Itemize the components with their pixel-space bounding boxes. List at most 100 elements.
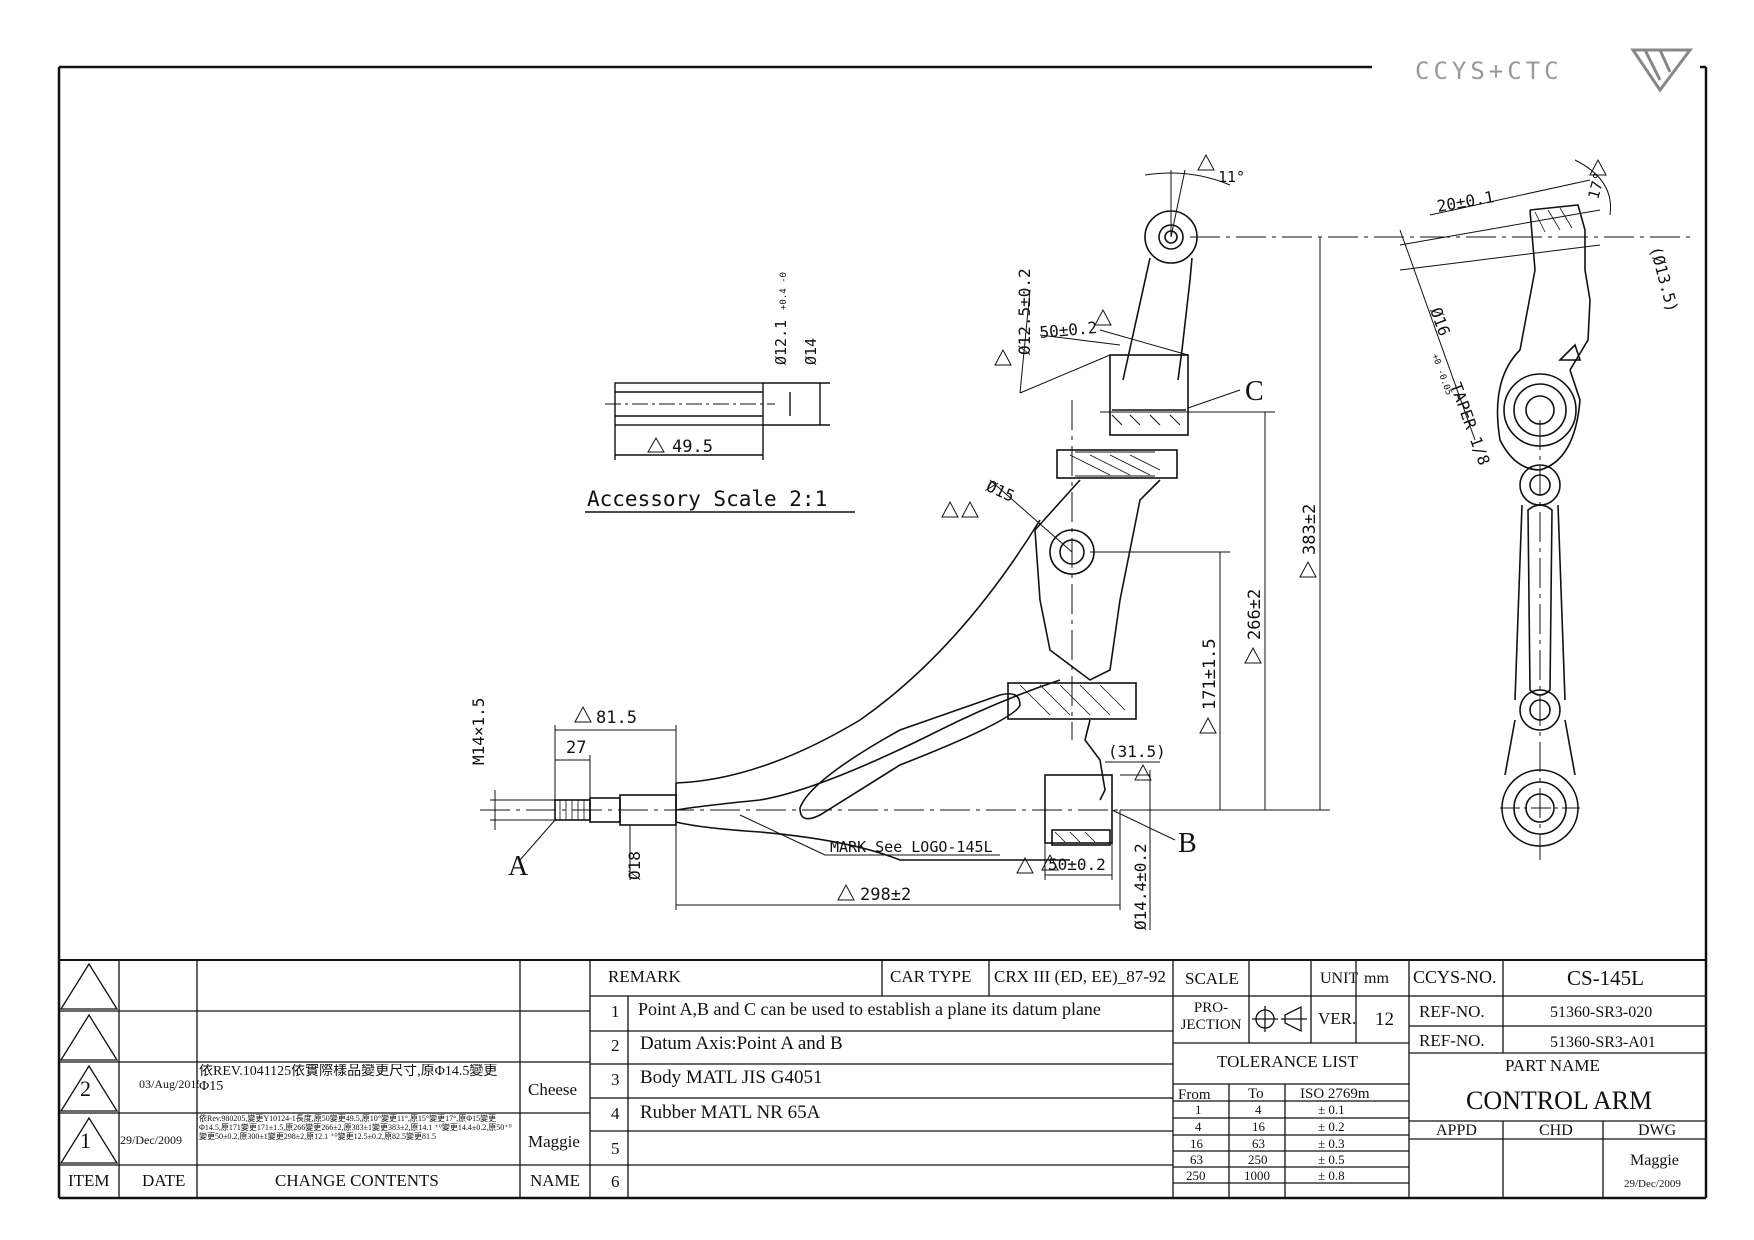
datum-triangle-icon	[647, 436, 665, 453]
tol-to-2: 16	[1252, 1120, 1265, 1134]
dim-bush-diameter: Ø12.5±0.2	[1015, 268, 1034, 355]
dwg-name: Maggie	[1630, 1152, 1679, 1169]
tol-val-5: ± 0.8	[1318, 1169, 1345, 1183]
dim-266: 266±2	[1245, 589, 1265, 640]
dim-383: 383±2	[1300, 504, 1320, 555]
remark-no-5: 5	[611, 1140, 620, 1158]
tol-header-to: To	[1248, 1086, 1264, 1102]
dim-14-4: Ø14.4±0.2	[1131, 843, 1150, 930]
remark-no-3: 3	[611, 1071, 620, 1089]
accessory-inner-tol: +0.4 -0	[779, 272, 789, 310]
datum-triangle-icon	[1199, 716, 1217, 734]
datum-triangle-icon	[837, 883, 855, 901]
tol-from-5: 250	[1186, 1169, 1206, 1183]
tol-to-3: 63	[1252, 1137, 1265, 1151]
rev-date-1: 29/Dec/2009	[120, 1134, 182, 1147]
main-view-dimensions	[480, 169, 1690, 930]
tol-val-1: ± 0.1	[1318, 1103, 1345, 1117]
remark-no-1: 1	[611, 1003, 620, 1021]
rev-name-2: Cheese	[528, 1081, 578, 1099]
part-name-label: PART NAME	[1505, 1057, 1600, 1075]
projection-label: PRO- JECTION	[1180, 1000, 1242, 1033]
side-taper-text: TAPER 1/8	[1446, 380, 1494, 468]
datum-triangle-icon	[574, 705, 592, 723]
accessory-length-dim: 49.5	[672, 437, 713, 457]
tol-to-4: 250	[1248, 1153, 1268, 1167]
dim-81-5: 81.5	[596, 708, 637, 728]
logo-text: CCYS+CTC	[1415, 57, 1563, 85]
dim-hole-diameter: Ø15	[983, 476, 1017, 505]
scale-label: SCALE	[1185, 970, 1239, 988]
tol-from-4: 63	[1190, 1153, 1203, 1167]
ver-value: 12	[1375, 1010, 1394, 1030]
accessory-inner-dia: Ø12.1	[772, 320, 790, 365]
rev-contents-1: 依Rev.980205,變更Y10124-1長度,原50變更49.5,原10°變…	[199, 1114, 512, 1142]
tol-header-iso: ISO 2769m	[1300, 1086, 1370, 1102]
mark-text: MARK See LOGO-145L	[830, 838, 993, 856]
tol-to-1: 4	[1255, 1103, 1262, 1117]
dim-27: 27	[566, 738, 586, 758]
tol-val-4: ± 0.5	[1318, 1153, 1345, 1167]
dim-thread: M14×1.5	[469, 698, 488, 765]
tol-to-5: 1000	[1244, 1169, 1270, 1183]
dim-bush-length: 50±0.2	[1039, 318, 1098, 342]
car-type-value: CRX III (ED, EE)_87-92	[994, 968, 1166, 986]
company-logo-icon	[1630, 48, 1693, 93]
tol-val-3: ± 0.3	[1318, 1137, 1345, 1151]
ref-label-2: REF-NO.	[1419, 1032, 1485, 1050]
remark-text-1: Point A,B and C can be used to establish…	[638, 1000, 1101, 1019]
rev-date-2: 03/Aug/2015	[139, 1078, 199, 1091]
side-dim-13-5: (Ø13.5)	[1646, 244, 1682, 314]
datum-triangle-icon	[1016, 856, 1034, 874]
remark-no-6: 6	[611, 1173, 620, 1191]
rev-item-1: 1	[80, 1129, 91, 1153]
tol-from-2: 4	[1195, 1120, 1202, 1134]
ref-label-1: REF-NO.	[1419, 1003, 1485, 1021]
dim-171: 171±1.5	[1200, 638, 1220, 710]
unit-value: mm	[1364, 970, 1389, 987]
datum-triangle-icon	[994, 348, 1012, 366]
dim-bottom-bush: 50±0.2	[1048, 855, 1106, 874]
side-view-dimensions	[1399, 159, 1612, 860]
control-arm-main-view	[554, 210, 1198, 861]
side-dim-20: 20±0.1	[1435, 187, 1495, 216]
rev-header-item: ITEM	[68, 1172, 110, 1190]
dwg-label: DWG	[1638, 1122, 1677, 1139]
remark-text-2: Datum Axis:Point A and B	[640, 1034, 843, 1054]
remark-text-3: Body MATL JIS G4051	[640, 1068, 823, 1088]
ccys-label: CCYS-NO.	[1413, 968, 1497, 987]
rev-item-2: 2	[80, 1077, 91, 1101]
datum-triangle-icon	[1041, 853, 1059, 871]
drawing-frame	[57, 65, 1708, 1200]
datum-triangle-icon	[1197, 153, 1215, 171]
tol-header-from: From	[1178, 1087, 1211, 1103]
tol-from-1: 1	[1195, 1103, 1202, 1117]
rev-contents-2: 依REV.1041125依實際樣品變更尺寸,原Φ14.5變更Φ15	[199, 1064, 498, 1095]
side-taper-dia: Ø16	[1426, 305, 1454, 339]
dim-18: Ø18	[625, 851, 644, 880]
angle-top: 11°	[1218, 168, 1245, 186]
ver-label: VER.	[1318, 1010, 1357, 1028]
datum-triangle-icon	[941, 500, 979, 518]
remark-header: REMARK	[608, 968, 681, 986]
datum-label-c: C	[1245, 376, 1264, 407]
accessory-outer-dia: Ø14	[802, 338, 820, 365]
ccys-value: CS-145L	[1567, 967, 1645, 990]
datum-triangle-icon	[1299, 560, 1317, 578]
remark-text-4: Rubber MATL NR 65A	[640, 1103, 821, 1123]
tolerance-title: TOLERANCE LIST	[1217, 1053, 1358, 1071]
chd-label: CHD	[1539, 1122, 1573, 1139]
dim-298: 298±2	[860, 885, 911, 905]
ref-value-1: 51360-SR3-020	[1550, 1004, 1653, 1021]
dim-31-5: (31.5)	[1108, 742, 1166, 761]
side-angle: 17°	[1584, 170, 1608, 201]
accessory-scale-label: Accessory Scale 2:1	[587, 487, 827, 511]
datum-triangle-icon	[1094, 308, 1112, 326]
tol-val-2: ± 0.2	[1318, 1120, 1345, 1134]
dwg-date: 29/Dec/2009	[1624, 1178, 1681, 1190]
datum-label-b: B	[1178, 828, 1197, 859]
unit-label: UNIT	[1320, 970, 1359, 987]
accessory-sleeve	[585, 382, 855, 513]
car-type-label: CAR TYPE	[890, 968, 972, 986]
